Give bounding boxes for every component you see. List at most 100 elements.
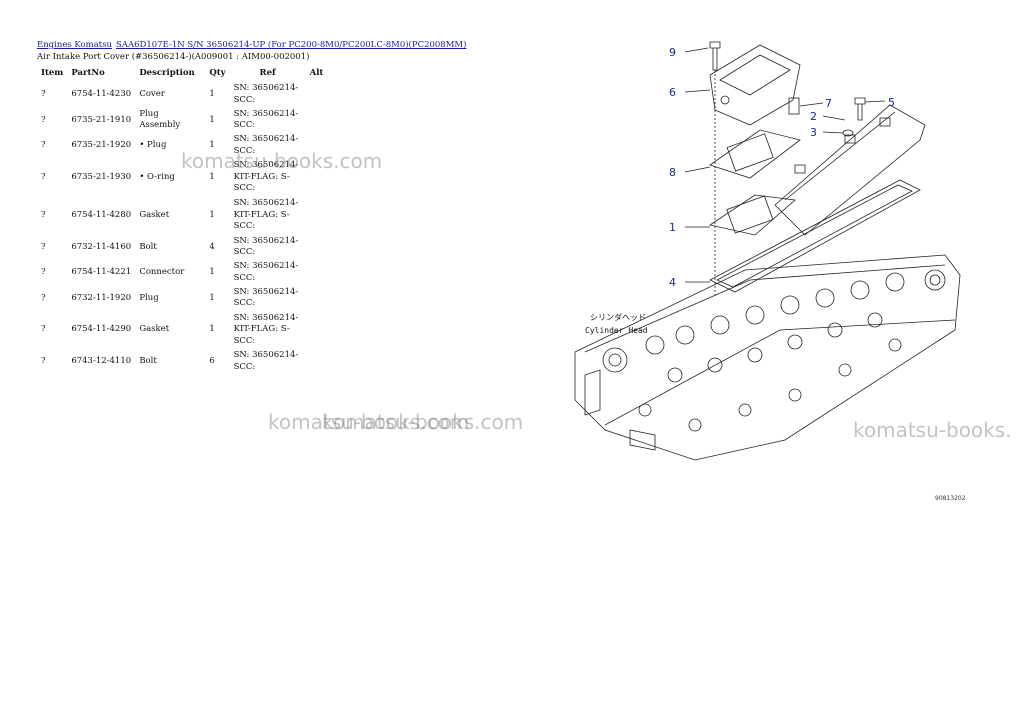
header-description: Description bbox=[139, 68, 195, 78]
gasket-4-inner bbox=[716, 184, 913, 288]
cell-qty: 1 bbox=[209, 324, 215, 335]
cell-qty: 4 bbox=[209, 241, 215, 252]
cell-partno: 6735-21-1920 bbox=[71, 140, 132, 150]
cell-ref: SN: 36506214-KIT-FLAG: S-SCC: bbox=[233, 198, 299, 232]
cell-alt bbox=[306, 349, 334, 375]
watermark: komatsu-books.com bbox=[322, 410, 524, 434]
callout-5: 5 bbox=[888, 96, 895, 109]
cell-item: ? bbox=[41, 171, 46, 182]
table-row: ? 6743-12-4110 Bolt 6 SN: 36506214-SCC: bbox=[37, 349, 334, 375]
cell-ref: SN: 36506214-SCC: bbox=[233, 108, 299, 131]
exploded-parts-diagram: 9 6 7 2 5 3 8 1 4 シリンダヘッド Cylinder Head … bbox=[574, 41, 966, 502]
cell-description: Bolt bbox=[139, 241, 157, 252]
cell-item: ? bbox=[41, 209, 46, 220]
header-qty: Qty bbox=[209, 68, 226, 78]
rocker-cover-ridge bbox=[784, 111, 896, 201]
cell-ref: SN: 36506214-SCC: bbox=[233, 83, 299, 105]
cell-item: ? bbox=[41, 241, 46, 252]
diagram-linework bbox=[574, 41, 961, 461]
cell-qty: 1 bbox=[209, 171, 215, 182]
watermark: komatsu-books. bbox=[853, 418, 1012, 442]
cell-partno: 6743-12-4110 bbox=[71, 356, 132, 366]
parts-table: Item PartNo Description Qty Ref Alt ? 67… bbox=[37, 66, 334, 375]
cell-qty: 1 bbox=[209, 209, 215, 220]
cell-ref: SN: 36506214-SCC: bbox=[233, 286, 299, 309]
cell-alt bbox=[306, 235, 334, 261]
leader-9 bbox=[684, 47, 709, 53]
cell-qty: 6 bbox=[209, 356, 215, 366]
cell-alt bbox=[306, 260, 334, 286]
breadcrumb-link-model[interactable]: SAA6D107E-1N S/N 36506214-UP (For PC200-… bbox=[116, 40, 467, 50]
cell-partno: 6732-11-1920 bbox=[71, 292, 132, 303]
callout-2: 2 bbox=[810, 110, 817, 123]
gasket-8-window bbox=[726, 133, 774, 172]
header-ref: Ref bbox=[259, 68, 276, 78]
leader-2 bbox=[822, 115, 846, 121]
callout-4: 4 bbox=[669, 276, 676, 289]
table-row: ? 6754-11-4290 Gasket 1 SN: 36506214-KIT… bbox=[37, 311, 334, 349]
rocker-cover-boss-3 bbox=[879, 117, 891, 127]
header-partno: PartNo bbox=[71, 68, 105, 78]
cell-item: ? bbox=[41, 114, 46, 125]
callout-9: 9 bbox=[669, 46, 676, 59]
callout-8: 8 bbox=[669, 166, 676, 179]
table-row: ? 6732-11-1920 Plug 1 SN: 36506214-SCC: bbox=[37, 286, 334, 312]
cell-qty: 1 bbox=[209, 292, 215, 303]
table-row: ? 6735-21-1930 • O-ring 1 SN: 36506214-K… bbox=[37, 159, 334, 197]
cell-alt bbox=[306, 197, 334, 235]
cell-qty: 1 bbox=[209, 89, 215, 99]
cylinder-head-bores bbox=[602, 269, 946, 432]
breadcrumb-link-engines[interactable]: Engines Komatsu bbox=[37, 40, 113, 50]
leader-5 bbox=[864, 100, 886, 103]
callout-1: 1 bbox=[669, 221, 676, 234]
cell-description: Plug bbox=[139, 292, 159, 303]
cylinder-head-ports bbox=[584, 369, 656, 451]
parts-table-header: Item PartNo Description Qty Ref Alt bbox=[37, 66, 334, 82]
intake-cover-port bbox=[720, 95, 730, 105]
cell-partno: 6754-11-4221 bbox=[71, 267, 132, 277]
intake-cover-top bbox=[719, 54, 791, 96]
cell-partno: 6754-11-4280 bbox=[71, 209, 132, 220]
intake-cover-outline bbox=[709, 44, 801, 126]
cell-qty: 1 bbox=[209, 267, 215, 277]
callout-7: 7 bbox=[825, 97, 832, 110]
cell-item: ? bbox=[41, 140, 46, 150]
cell-alt bbox=[306, 108, 334, 134]
cell-partno: 6754-11-4290 bbox=[71, 324, 132, 335]
cell-alt bbox=[306, 82, 334, 108]
leader-7 bbox=[799, 102, 824, 107]
cell-ref: SN: 36506214-KIT-FLAG: S-SCC: bbox=[233, 312, 299, 346]
cell-description: Bolt bbox=[139, 356, 157, 366]
cell-qty: 1 bbox=[209, 140, 215, 150]
cell-alt bbox=[306, 286, 334, 312]
table-row: ? 6754-11-4230 Cover 1 SN: 36506214-SCC: bbox=[37, 82, 334, 108]
cell-ref: SN: 36506214-SCC: bbox=[233, 134, 299, 156]
cell-partno: 6754-11-4230 bbox=[71, 89, 132, 99]
table-row: ? 6732-11-4160 Bolt 4 SN: 36506214-SCC: bbox=[37, 235, 334, 261]
cell-qty: 1 bbox=[209, 114, 215, 125]
leader-6 bbox=[684, 89, 711, 93]
cell-item: ? bbox=[41, 324, 46, 335]
figure-code: 90813202 bbox=[935, 495, 966, 502]
watermark: komatsu-books.com bbox=[181, 149, 383, 173]
gasket-4-outline bbox=[709, 179, 921, 293]
bolt-9 bbox=[709, 41, 721, 71]
cell-alt bbox=[306, 311, 334, 349]
table-row: ? 6754-11-4280 Gasket 1 SN: 36506214-KIT… bbox=[37, 197, 334, 235]
cell-ref: SN: 36506214-KIT-FLAG: S-SCC: bbox=[233, 160, 299, 194]
cell-ref: SN: 36506214-SCC: bbox=[233, 235, 299, 258]
callout-6: 6 bbox=[669, 86, 676, 99]
cylinder-head-outline bbox=[574, 254, 961, 461]
cell-ref: SN: 36506214-SCC: bbox=[233, 350, 299, 372]
cell-description: Connector bbox=[139, 267, 185, 277]
cylinder-head-label-en: Cylinder Head bbox=[585, 326, 648, 335]
bolt-5 bbox=[854, 97, 866, 121]
cell-partno: 6735-21-1910 bbox=[71, 114, 132, 125]
cell-description: Cover bbox=[139, 89, 165, 99]
rocker-cover-boss-2 bbox=[844, 134, 856, 144]
header-item: Item bbox=[41, 68, 64, 78]
cylinder-head-side-edge bbox=[604, 319, 956, 426]
plug-7 bbox=[788, 97, 800, 115]
table-row: ? 6754-11-4221 Connector 1 SN: 36506214-… bbox=[37, 260, 334, 286]
